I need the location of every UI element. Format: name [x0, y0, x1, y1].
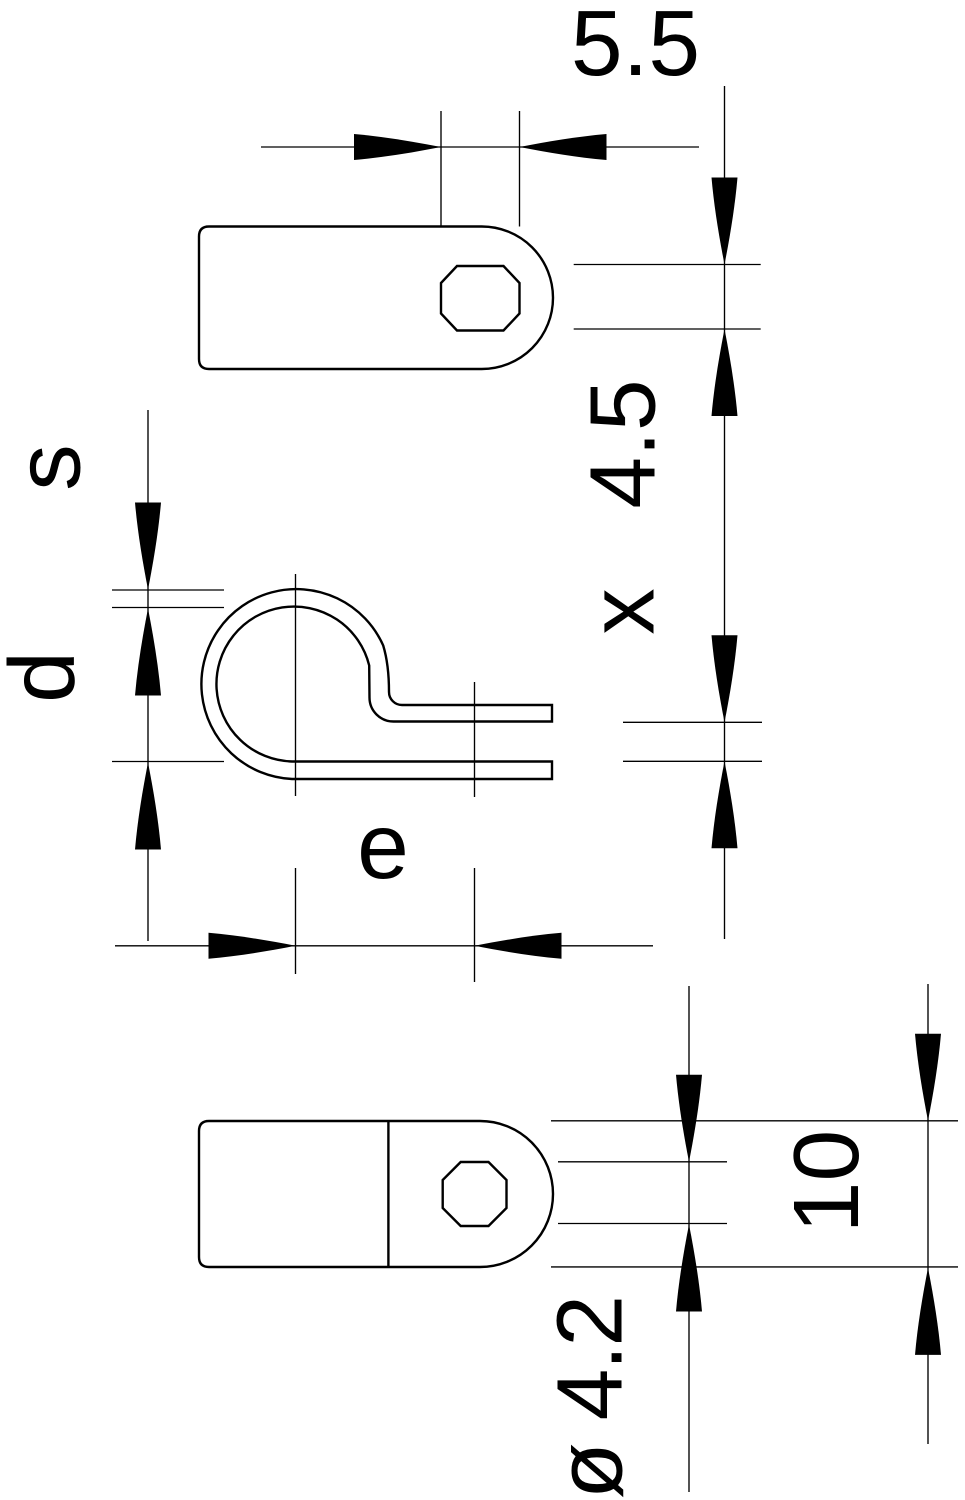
svg-text:s: s [0, 444, 100, 491]
svg-text:10: 10 [774, 1130, 878, 1233]
svg-text:d: d [0, 651, 94, 703]
svg-text:4.5: 4.5 [571, 379, 675, 508]
svg-text:x: x [570, 588, 674, 635]
svg-text:5.5: 5.5 [571, 0, 700, 95]
svg-text:ø 4.2: ø 4.2 [538, 1297, 642, 1499]
svg-text:e: e [357, 794, 409, 898]
